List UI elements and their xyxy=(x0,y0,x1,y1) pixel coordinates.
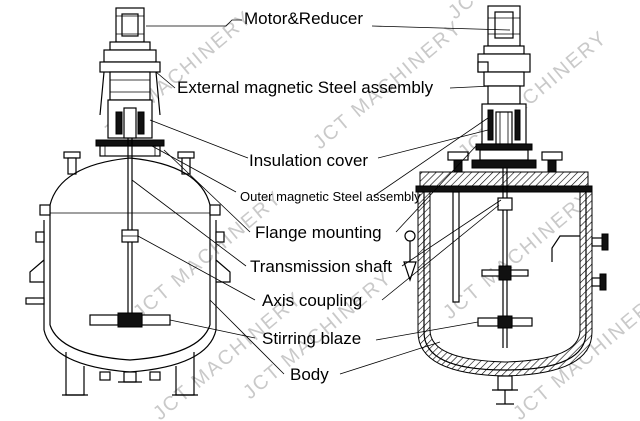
labels: Motor&Reducer External magnetic Steel as… xyxy=(177,9,434,384)
watermark-4: JCT MACHINERY xyxy=(454,26,612,163)
left-reactor xyxy=(25,7,231,396)
leader-lines xyxy=(131,19,511,375)
label-stirring-blaze: Stirring blaze xyxy=(262,329,361,348)
right-reactor xyxy=(403,5,609,405)
label-outer-magnetic-steel: Outer magnetic Steel assembly xyxy=(240,189,421,204)
label-motor-reducer: Motor&Reducer xyxy=(244,9,363,28)
watermark-1: JCT MACHINERY xyxy=(444,0,602,24)
watermark-7: JCT MACHINERY xyxy=(439,186,597,323)
label-insulation-cover: Insulation cover xyxy=(249,151,368,170)
label-axis-coupling: Axis coupling xyxy=(262,291,362,310)
label-body: Body xyxy=(290,365,329,384)
label-external-magnetic-steel: External magnetic Steel assembly xyxy=(177,78,434,97)
label-transmission-shaft: Transmission shaft xyxy=(250,257,392,276)
label-flange-mounting: Flange mounting xyxy=(255,223,382,242)
